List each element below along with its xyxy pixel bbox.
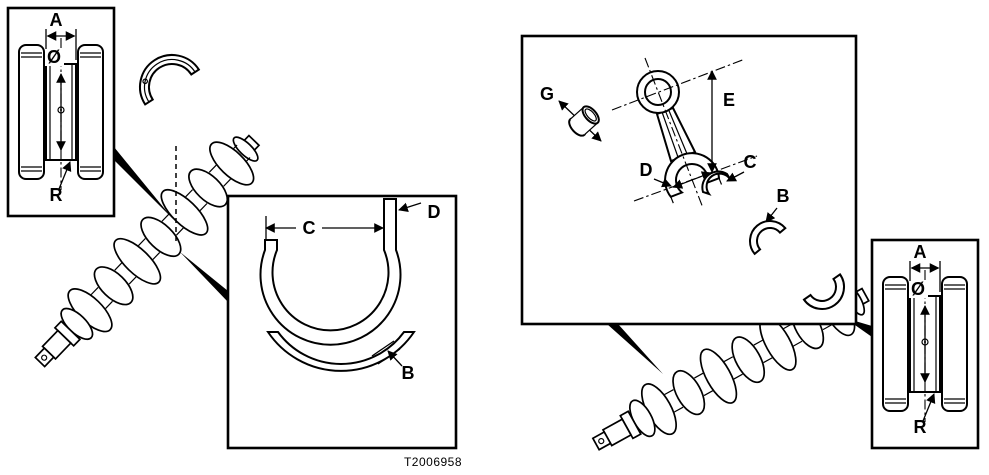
rod-big-end-saddle [664,152,721,198]
main-bearing-shell-upper-loose [139,54,201,106]
dim-label-d-rod: D [640,160,653,180]
small-end-bushing [568,105,600,137]
leader-bearing-box-left [180,252,228,302]
callout-journal-left: A Ø R [6,6,116,218]
leader-rod-box [607,324,663,374]
dim-label-r-left: R [50,185,63,205]
callout-main-bearing: C D B [226,194,458,450]
main-bearing-shell-upper [259,198,402,346]
rod-bearing-shell-upper [749,220,787,256]
callout-box-frame [226,194,458,450]
leader-journal-box-left [114,147,173,219]
dim-label-diameter-left: Ø [47,47,61,67]
dim-label-a-left: A [50,10,63,30]
dim-label-r-right: R [914,417,927,437]
dim-label-b-main-bearing: B [402,363,415,383]
dim-label-g-rod: G [540,84,554,104]
rod-bearing-shell-lower [802,272,845,310]
dim-label-c-main-bearing: C [303,218,316,238]
dim-label-b-rod: B [777,186,790,206]
callout-connecting-rod: G E D C B [520,34,858,326]
main-bearing-shell-lower [266,331,416,372]
connecting-rod [636,70,723,204]
dim-label-e-rod: E [723,90,735,110]
dim-label-d-main-bearing: D [428,202,441,222]
dim-label-diameter-right: Ø [911,279,925,299]
dim-label-c-rod: C [744,152,757,172]
dim-label-a-right: A [914,242,927,262]
figure-code: T2006958 [404,455,462,469]
callout-journal-right: A Ø R [870,238,980,450]
callout-box-frame [520,34,858,326]
